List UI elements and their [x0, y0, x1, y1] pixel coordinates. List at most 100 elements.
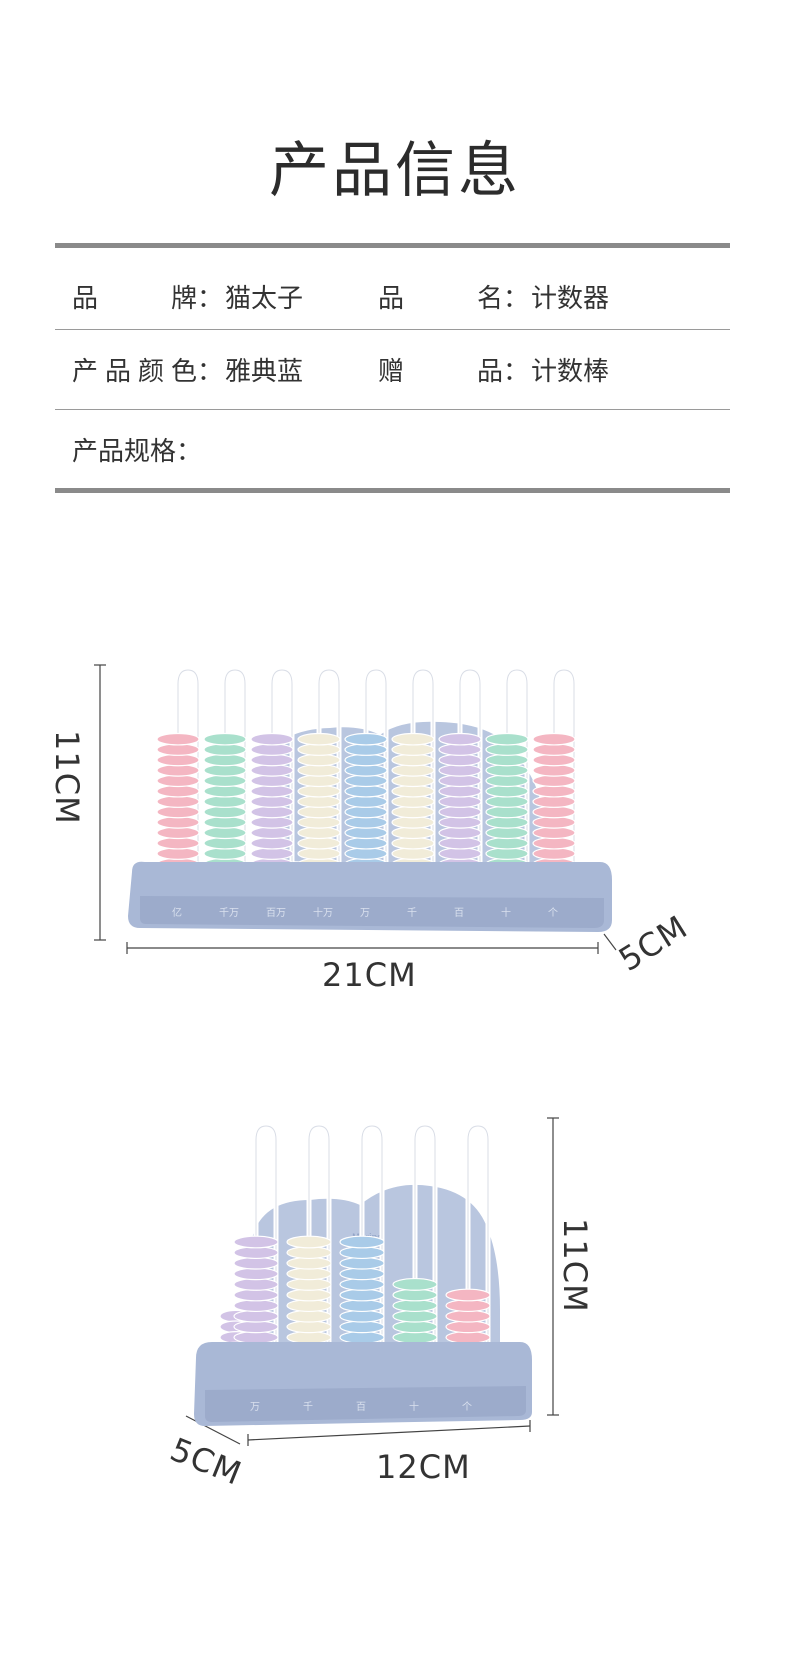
abacus-bead — [532, 795, 576, 808]
abacus-bead — [297, 847, 341, 860]
abacus-bead — [485, 816, 529, 829]
abacus-bead — [485, 732, 529, 746]
abacus-bead — [445, 1320, 491, 1334]
abacus-bead — [203, 805, 247, 819]
abacus-place-label: 百 — [454, 907, 464, 919]
depth-dimension-label: 5CM — [612, 908, 694, 979]
abacus-rod-outline — [365, 669, 387, 872]
brand-label: 品牌 — [72, 284, 197, 314]
abacus-bead — [438, 732, 482, 746]
abacus-bead — [339, 1320, 385, 1334]
abacus-bead — [391, 774, 435, 788]
abacus-bead — [250, 743, 294, 756]
abacus-bead — [532, 753, 576, 767]
gift-colon: ： — [503, 357, 530, 387]
abacus-bead — [250, 836, 294, 850]
info-gift: 赠品：计数棒 — [378, 351, 609, 388]
abacus-place-label: 亿 — [172, 906, 182, 919]
abacus-bead — [250, 826, 294, 840]
abacus-place-label: 十万 — [313, 906, 333, 919]
abacus-bead — [391, 732, 435, 746]
gift-value: 计数棒 — [531, 357, 610, 387]
abacus-place-label: 个 — [462, 1401, 472, 1413]
abacus-rod-outline — [361, 1125, 383, 1356]
abacus-bead — [392, 1330, 438, 1344]
abacus-bead — [156, 743, 200, 756]
abacus-bead — [339, 1299, 385, 1313]
name-colon: ： — [503, 284, 530, 314]
abacus-bead — [250, 732, 294, 746]
abacus-bead — [438, 743, 482, 756]
abacus-bead — [250, 847, 294, 860]
abacus-bead — [286, 1330, 332, 1344]
abacus-bead — [392, 1277, 438, 1291]
abacus-bead — [297, 753, 341, 767]
width-dimension-label: 21CM — [322, 956, 417, 994]
abacus-place-label: 百 — [356, 1401, 366, 1413]
abacus-bead — [391, 847, 435, 860]
abacus-bead — [392, 1299, 438, 1313]
abacus-bead — [532, 847, 576, 860]
abacus-bead — [391, 784, 435, 798]
abacus-bead — [438, 774, 482, 788]
abacus-bead — [438, 764, 482, 777]
abacus-bead — [203, 774, 247, 788]
abacus-rod-outline — [271, 669, 293, 872]
abacus-place-label: 千万 — [219, 907, 239, 919]
abacus-rods — [253, 1123, 491, 1356]
abacus-place-label: 十 — [501, 906, 511, 919]
abacus-bead — [233, 1235, 279, 1249]
abacus-bead — [203, 743, 247, 756]
abacus-bead — [438, 805, 482, 819]
abacus-bead — [445, 1330, 491, 1344]
abacus-bead — [532, 826, 576, 840]
abacus-place-label: 千 — [407, 907, 417, 919]
abacus-bead — [203, 764, 247, 777]
abacus-bead — [485, 743, 529, 756]
abacus-bead — [391, 764, 435, 777]
table-row-divider — [55, 329, 730, 330]
abacus-bead — [532, 764, 576, 777]
abacus-rod-outline — [412, 669, 434, 872]
abacus-bead — [203, 816, 247, 829]
abacus-bead — [156, 732, 200, 746]
abacus-bead — [297, 836, 341, 850]
info-spec: 产品规格： — [72, 431, 202, 468]
abacus-place-labels: 万千百十个 — [250, 1400, 472, 1413]
height-dimension-label: 11CM — [556, 1218, 594, 1313]
abacus-bead — [391, 795, 435, 808]
abacus-place-label: 百万 — [266, 907, 286, 919]
depth-dimension-line — [185, 1415, 241, 1445]
abacus-bead — [438, 784, 482, 798]
abacus-bead — [203, 732, 247, 746]
abacus-bead — [203, 784, 247, 798]
abacus-bead — [156, 805, 200, 819]
abacus-bead — [445, 1288, 491, 1302]
abacus-beads — [156, 732, 576, 871]
abacus-bead — [233, 1267, 279, 1281]
abacus-bead — [445, 1309, 491, 1323]
abacus-bead — [286, 1256, 332, 1270]
abacus-rod-outline — [553, 669, 575, 872]
abacus-bead — [297, 795, 341, 808]
abacus-bead — [485, 836, 529, 850]
abacus-bead — [339, 1330, 385, 1344]
abacus-rod-outline — [177, 669, 199, 872]
abacus-rod-outline — [224, 669, 246, 872]
abacus-place-label: 十 — [409, 1400, 419, 1413]
abacus-bead — [233, 1288, 279, 1302]
abacus-rod-outline — [467, 1125, 489, 1356]
abacus-bead — [344, 784, 388, 798]
table-bottom-rule — [55, 488, 730, 493]
gift-label: 赠品 — [378, 357, 503, 387]
depth-dimension-line — [603, 933, 617, 951]
abacus-bead — [344, 795, 388, 808]
abacus-bead — [392, 1320, 438, 1334]
abacus-bead — [391, 743, 435, 756]
abacus-bead — [339, 1277, 385, 1291]
abacus-bead — [438, 795, 482, 808]
abacus-bead — [438, 753, 482, 767]
abacus-bead — [233, 1309, 279, 1323]
abacus-bead — [445, 1299, 491, 1313]
abacus-bead — [485, 753, 529, 767]
